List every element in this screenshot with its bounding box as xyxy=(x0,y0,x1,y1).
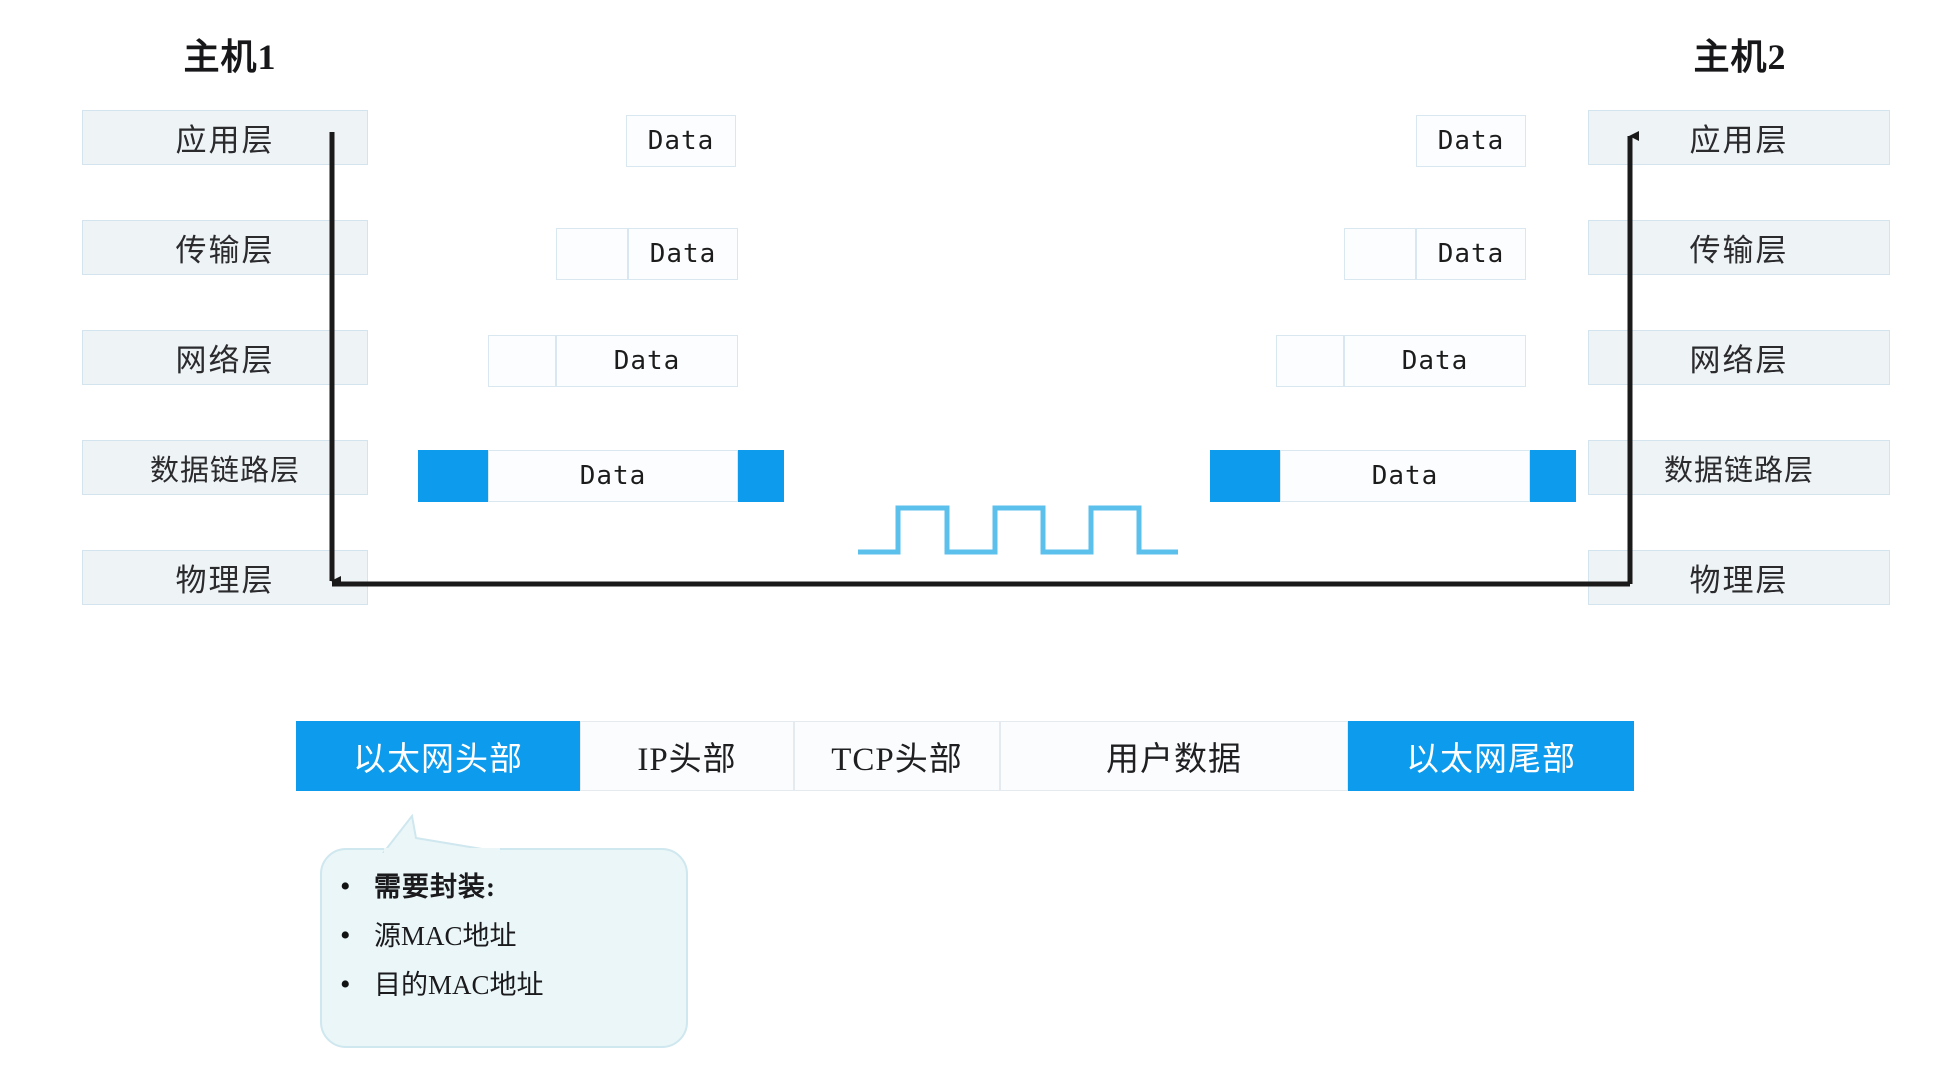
host-title-right: 主机2 xyxy=(1693,37,1787,77)
pdu-right-transport: Data xyxy=(1344,228,1526,280)
pdu-left-transport: Data xyxy=(556,228,738,280)
layer-box-left-transport[interactable]: 传输层 xyxy=(82,220,368,275)
layer-label: 物理层 xyxy=(1689,563,1789,598)
pdu-right-datalink: Data xyxy=(1210,450,1576,502)
layer-box-left-datalink[interactable]: 数据链路层 xyxy=(82,440,368,495)
layer-label: 应用层 xyxy=(1689,123,1789,158)
callout-item: • 源MAC地址 xyxy=(340,921,672,951)
pdu-segment-ethernet-header xyxy=(418,450,488,502)
layer-label: 网络层 xyxy=(1689,343,1789,378)
pdu-right-network: Data xyxy=(1276,335,1526,387)
layer-label: 物理层 xyxy=(175,563,275,598)
pdu-segment-data: Data xyxy=(1416,228,1526,280)
layer-label: 应用层 xyxy=(175,123,275,158)
encapsulation-callout: • 需要封装: • 源MAC地址 • 目的MAC地址 xyxy=(320,814,688,1048)
encap-field-ethernet-header[interactable]: 以太网头部 xyxy=(296,721,580,791)
pdu-segment-data: Data xyxy=(628,228,738,280)
layer-box-right-network[interactable]: 网络层 xyxy=(1588,330,1890,385)
layer-box-left-application[interactable]: 应用层 xyxy=(82,110,368,165)
layer-box-right-datalink[interactable]: 数据链路层 xyxy=(1588,440,1890,495)
pdu-segment-ethernet-trailer xyxy=(738,450,784,502)
square-wave-signal-icon xyxy=(858,505,1178,555)
layer-box-right-physical[interactable]: 物理层 xyxy=(1588,550,1890,605)
callout-item: • 需要封装: xyxy=(340,872,672,902)
pdu-segment-header xyxy=(488,335,556,387)
pdu-segment-data: Data xyxy=(1416,115,1526,167)
callout-tail-icon xyxy=(382,814,501,854)
encap-field-user-data[interactable]: 用户数据 xyxy=(1000,721,1348,791)
pdu-segment-header xyxy=(1344,228,1416,280)
encap-field-tcp-header[interactable]: TCP头部 xyxy=(794,721,1000,791)
bullet-icon: • xyxy=(340,870,351,903)
pdu-left-network: Data xyxy=(488,335,738,387)
layer-label: 传输层 xyxy=(175,233,275,268)
pdu-segment-data: Data xyxy=(1344,335,1526,387)
layer-label: 传输层 xyxy=(1689,233,1789,268)
callout-item-text: 源MAC地址 xyxy=(374,921,517,951)
pdu-segment-header xyxy=(1276,335,1344,387)
pdu-segment-ethernet-header xyxy=(1210,450,1280,502)
pdu-segment-data: Data xyxy=(1280,450,1530,502)
pdu-segment-header xyxy=(556,228,628,280)
callout-item: • 目的MAC地址 xyxy=(340,970,672,1000)
layer-box-right-application[interactable]: 应用层 xyxy=(1588,110,1890,165)
layer-box-right-transport[interactable]: 传输层 xyxy=(1588,220,1890,275)
pdu-right-application: Data xyxy=(1416,115,1526,167)
bullet-icon: • xyxy=(340,919,351,952)
layer-label: 网络层 xyxy=(175,343,275,378)
host-title-left: 主机1 xyxy=(183,37,277,77)
layer-box-left-network[interactable]: 网络层 xyxy=(82,330,368,385)
callout-item-text: 目的MAC地址 xyxy=(374,970,544,1000)
pdu-segment-data: Data xyxy=(626,115,736,167)
layer-label: 数据链路层 xyxy=(1663,454,1814,487)
layer-label: 数据链路层 xyxy=(149,454,300,487)
encapsulation-bar: 以太网头部 IP头部 TCP头部 用户数据 以太网尾部 xyxy=(296,721,1634,791)
layer-box-left-physical[interactable]: 物理层 xyxy=(82,550,368,605)
pdu-segment-data: Data xyxy=(556,335,738,387)
encap-field-ip-header[interactable]: IP头部 xyxy=(580,721,794,791)
callout-item-text: 需要封装: xyxy=(374,872,496,902)
callout-list: • 需要封装: • 源MAC地址 • 目的MAC地址 xyxy=(340,872,672,1000)
bullet-icon: • xyxy=(340,968,351,1001)
pdu-segment-ethernet-trailer xyxy=(1530,450,1576,502)
pdu-segment-data: Data xyxy=(488,450,738,502)
pdu-left-datalink: Data xyxy=(418,450,784,502)
pdu-left-application: Data xyxy=(626,115,736,167)
encap-field-ethernet-trailer[interactable]: 以太网尾部 xyxy=(1348,721,1634,791)
